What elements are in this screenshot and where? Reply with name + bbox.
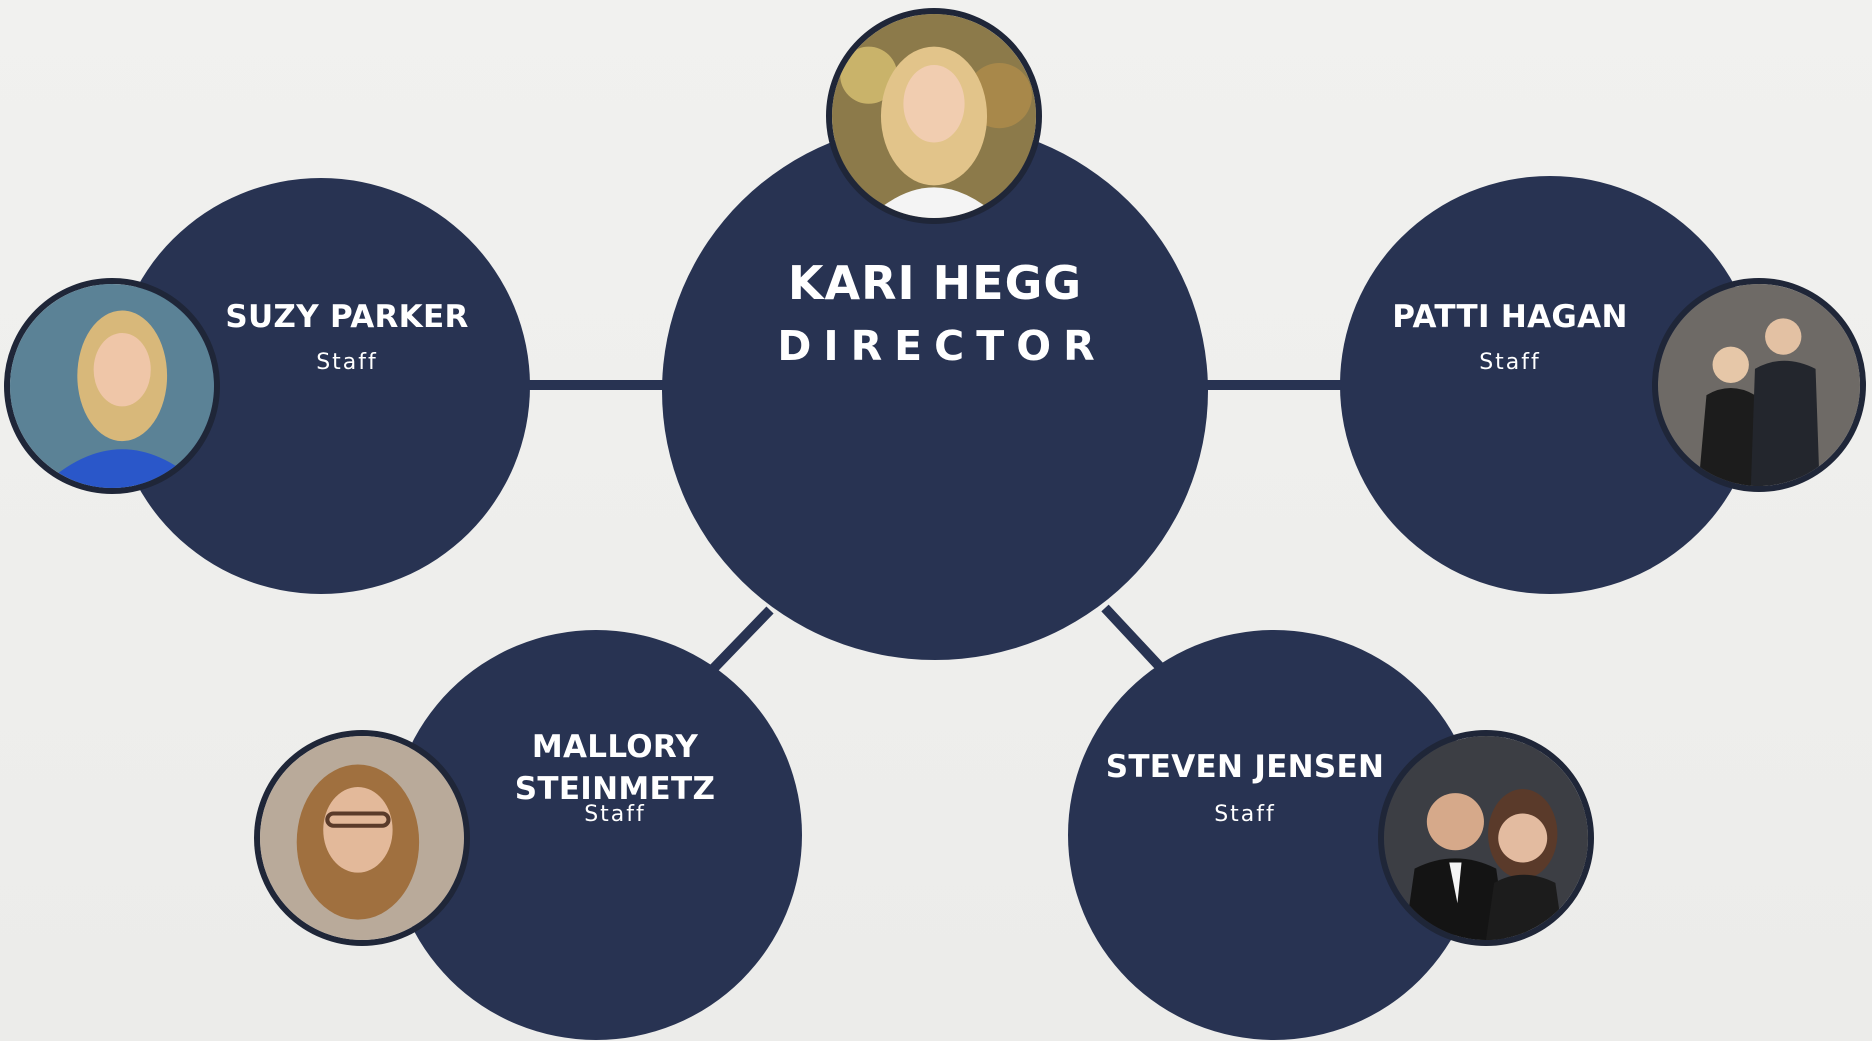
staff-photo-suzy — [4, 278, 220, 494]
portrait-photo-icon — [832, 14, 1036, 218]
couple-photo-icon — [1384, 736, 1588, 940]
connector-director-patti — [1205, 380, 1345, 390]
portrait-photo-icon — [10, 284, 214, 488]
staff-role: Staff — [584, 802, 646, 827]
staff-name-line2: STEINMETZ — [514, 771, 716, 807]
staff-role: Staff — [316, 350, 378, 375]
director-photo — [826, 8, 1042, 224]
portrait-photo-icon — [260, 736, 464, 940]
staff-name: STEVEN JENSEN — [1105, 749, 1385, 785]
director-name: KARI HEGG — [787, 256, 1083, 310]
connector-director-suzy — [525, 380, 670, 390]
staff-role: Staff — [1214, 802, 1276, 827]
staff-name: PATTI HAGAN — [1392, 299, 1628, 335]
staff-role: Staff — [1479, 350, 1541, 375]
staff-photo-patti — [1652, 278, 1866, 492]
staff-name-line1: MALLORY — [531, 729, 699, 765]
couple-photo-icon — [1658, 284, 1860, 486]
director-title: DIRECTOR — [777, 322, 1107, 370]
staff-name: SUZY PARKER — [225, 299, 469, 335]
staff-photo-steven — [1378, 730, 1594, 946]
staff-photo-mallory — [254, 730, 470, 946]
